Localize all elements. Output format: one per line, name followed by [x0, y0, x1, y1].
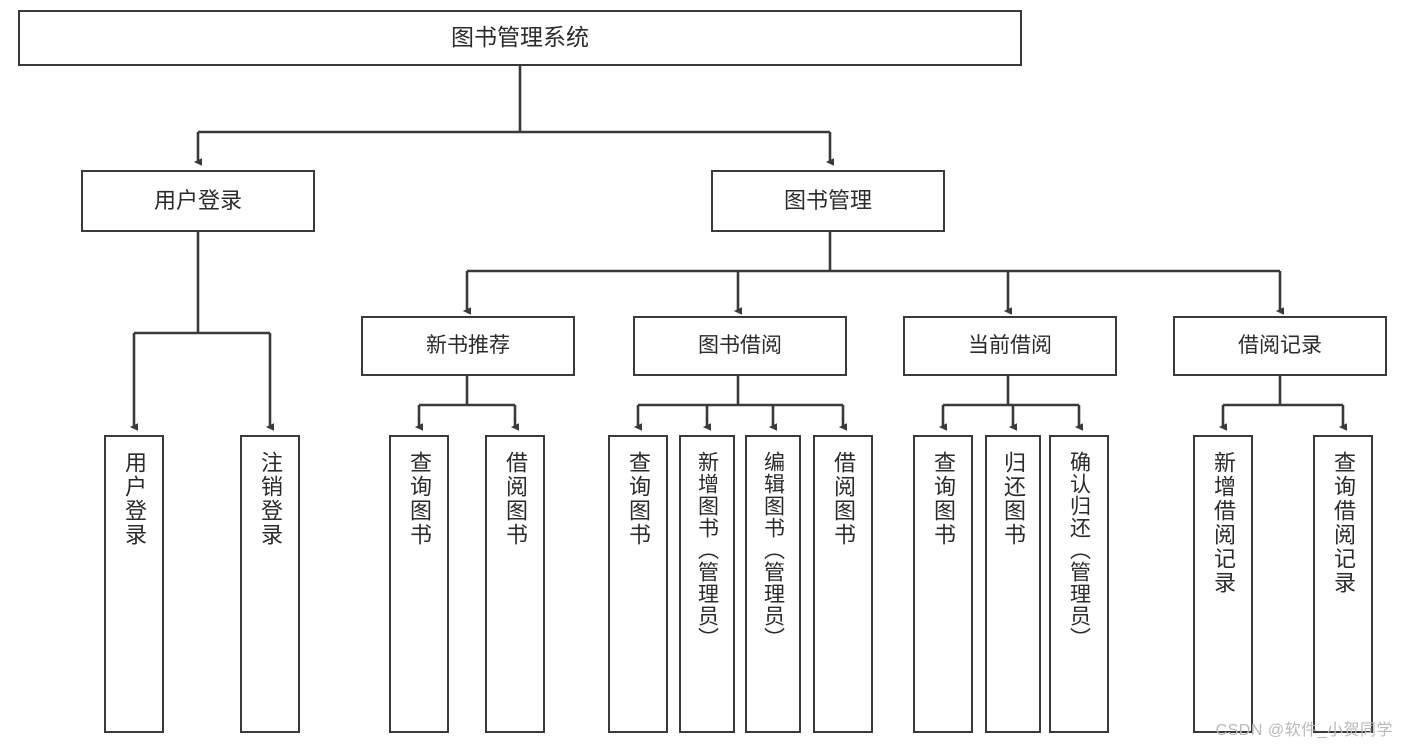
node-label: 查询图书: [931, 451, 956, 547]
node-label: 当前借阅: [968, 334, 1052, 358]
leaf-user-login[interactable]: 用户登录: [104, 435, 164, 733]
node-user-login[interactable]: 用户登录: [81, 170, 315, 232]
leaf-query-books-current[interactable]: 查询图书: [913, 435, 973, 733]
leaf-logout-login[interactable]: 注销登录: [240, 435, 300, 733]
node-label: 查询图书: [626, 451, 651, 547]
node-label: 借阅图书: [503, 451, 528, 547]
leaf-confirm-return-admin[interactable]: 确认归还（管理员）: [1049, 435, 1109, 733]
node-label: 确认归还（管理员）: [1067, 451, 1091, 649]
leaf-edit-book-admin[interactable]: 编辑图书（管理员）: [745, 435, 801, 733]
node-borrowing-record[interactable]: 借阅记录: [1173, 316, 1387, 376]
node-label: 用户登录: [122, 451, 147, 547]
node-label: 编辑图书（管理员）: [761, 451, 785, 649]
node-book-management[interactable]: 图书管理: [711, 170, 945, 232]
node-label: 归还图书: [1001, 451, 1026, 547]
leaf-add-borrowing-record[interactable]: 新增借阅记录: [1193, 435, 1253, 733]
leaf-query-books-borrowing[interactable]: 查询图书: [608, 435, 668, 733]
csdn-watermark: CSDN @软件_小贺同学: [1215, 722, 1393, 739]
node-current-borrowing[interactable]: 当前借阅: [903, 316, 1117, 376]
node-label: 新增借阅记录: [1211, 451, 1236, 595]
node-label: 新增图书（管理员）: [695, 451, 719, 649]
leaf-borrow-books-new-book[interactable]: 借阅图书: [485, 435, 545, 733]
node-book-borrowing[interactable]: 图书借阅: [633, 316, 847, 376]
node-label: 查询借阅记录: [1331, 451, 1356, 595]
leaf-return-books[interactable]: 归还图书: [985, 435, 1041, 733]
node-label: 用户登录: [153, 187, 242, 213]
node-label: 借阅图书: [831, 451, 856, 547]
leaf-borrow-books-borrowing[interactable]: 借阅图书: [813, 435, 873, 733]
node-label: 图书管理: [783, 187, 872, 213]
node-label: 图书借阅: [698, 334, 782, 358]
node-root-book-management-system[interactable]: 图书管理系统: [18, 10, 1022, 66]
node-label: 借阅记录: [1238, 334, 1322, 358]
leaf-query-borrowing-record[interactable]: 查询借阅记录: [1313, 435, 1373, 733]
node-label: 图书管理系统: [451, 24, 589, 51]
node-new-book-recommendation[interactable]: 新书推荐: [361, 316, 575, 376]
leaf-query-books-new-book[interactable]: 查询图书: [389, 435, 449, 733]
node-label: 注销登录: [258, 451, 283, 547]
leaf-add-book-admin[interactable]: 新增图书（管理员）: [679, 435, 735, 733]
node-label: 查询图书: [407, 451, 432, 547]
node-label: 新书推荐: [426, 334, 510, 358]
